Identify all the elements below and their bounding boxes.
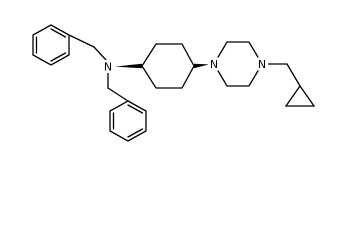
piperazine-ring [213,41,263,87]
bond-ring-upper-ch2 [68,34,95,48]
cyclohexane-ring [141,43,195,89]
benzene-ring-lower [109,100,147,142]
atom-n-amine: N [102,60,114,74]
wedge-bond-n-amine [115,63,142,69]
cyclopropane-ring [284,84,316,107]
bond-ch2-cyclopropyl [286,63,301,87]
atom-n-amine-label: N [104,61,112,74]
atom-n-piperazine-right-label: N [258,58,266,71]
benzene-ring-upper [32,24,70,66]
atom-n-piperazine-left: N [208,57,220,71]
bond-ch2-ring-lower [107,87,129,102]
atom-n-piperazine-left-label: N [210,58,218,71]
atom-n-piperazine-right: N [256,57,268,71]
molecule-structure: N N N [32,24,316,142]
wedge-bond-n-piperazine [194,63,209,69]
bond-ch2-n-amine-upper [93,46,107,61]
